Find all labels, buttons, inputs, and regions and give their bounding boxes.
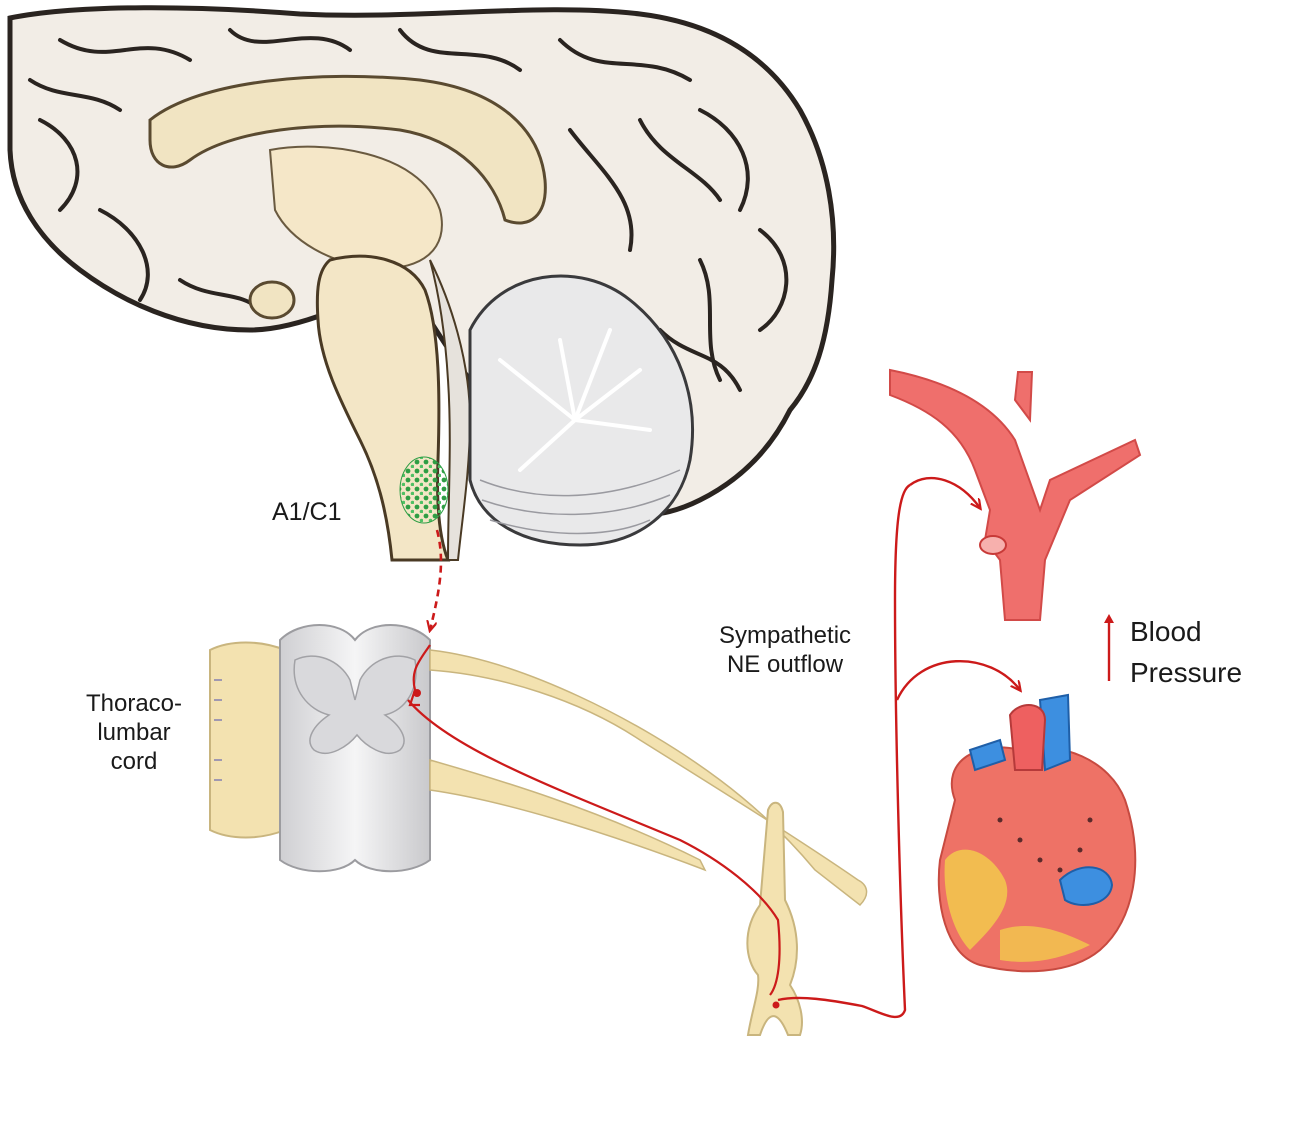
descending-pathway-arrow — [430, 529, 443, 630]
label-outflow-line-1: Sympathetic — [718, 622, 852, 649]
label-bp-line-1: Blood — [1130, 616, 1202, 647]
preganglionic-neuron — [413, 689, 421, 697]
heart-fat — [944, 849, 1008, 950]
cerebellum — [468, 274, 694, 547]
arrow-up-icon — [1104, 614, 1114, 681]
label-sympathetic-outflow: Sympathetic NE outflow — [700, 622, 870, 680]
label-a1-c1: A1/C1 — [272, 498, 342, 526]
nerve-branch — [429, 759, 707, 872]
nerve-fibers-right — [429, 649, 868, 906]
label-bp-line-2: Pressure — [1130, 656, 1243, 688]
label-cord-line-3: cord — [110, 747, 158, 775]
corpus-callosum — [148, 74, 547, 225]
postganglionic-fiber — [777, 483, 911, 1019]
fourth-ventricle — [429, 259, 472, 561]
thalamus — [268, 145, 443, 270]
heart-veins — [968, 693, 1114, 906]
spinal-cord-segment — [209, 624, 868, 906]
ganglion-neuron — [772, 1001, 780, 1009]
grey-matter — [293, 655, 417, 755]
aorta — [1008, 704, 1047, 771]
label-outflow-line-2: NE outflow — [726, 650, 844, 678]
blood-vessel — [889, 368, 1142, 621]
heart-arrow — [895, 660, 1020, 701]
brain — [7, 5, 837, 562]
sympathetic-ganglion — [746, 801, 803, 1036]
label-thoracolumbar-cord: Thoraco- lumbar cord — [72, 690, 196, 776]
heart — [937, 693, 1137, 973]
a1-c1-nucleus — [399, 456, 449, 524]
nerve-roots-left — [209, 641, 286, 839]
pituitary — [248, 280, 296, 320]
label-blood-pressure: Blood Pressure — [1130, 612, 1242, 693]
label-cord-line-2: lumbar — [97, 718, 171, 746]
vessel-arrow — [909, 476, 980, 508]
cortex-sulci — [28, 28, 789, 392]
label-cord-line-1: Thoraco- — [85, 690, 183, 717]
